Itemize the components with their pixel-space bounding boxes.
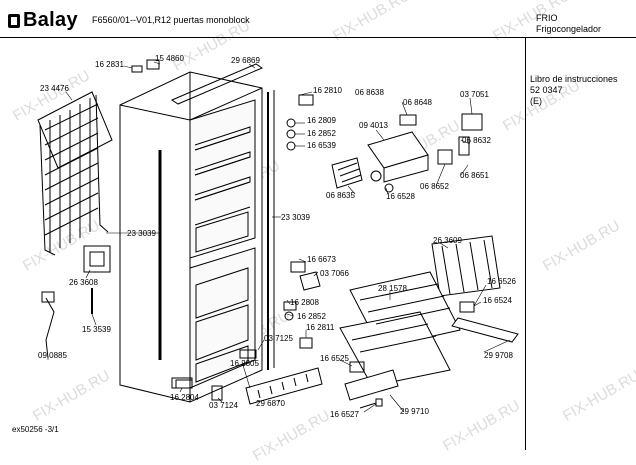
part-number-label: 16 6673 [307, 255, 336, 264]
part-number-label: 09 4013 [359, 121, 388, 130]
part-number-label: 16 2811 [306, 323, 335, 332]
manual-info: Libro de instrucciones 52 0347 (E) [530, 74, 618, 107]
part-number-label: 29 6870 [256, 399, 285, 408]
cabinet-body [119, 71, 263, 403]
manual-language: (E) [530, 96, 542, 106]
category-label: FRIO [536, 13, 558, 23]
sidebar-divider [525, 38, 526, 450]
top-cover-bar [170, 63, 264, 105]
part-number-label: 03 7066 [320, 269, 349, 278]
part-number-label: 23 3039 [281, 213, 310, 222]
part-number-label: 16 2805 [230, 359, 259, 368]
part-number-label: 16 6539 [307, 141, 336, 150]
part-number-label: 16 6526 [487, 277, 516, 286]
part-number-label: 29 9708 [484, 351, 513, 360]
part-number-label: 16 6525 [320, 354, 349, 363]
part-number-label: 06 8652 [420, 182, 449, 191]
manual-title: Libro de instrucciones [530, 74, 618, 84]
part-number-label: 26 3609 [433, 236, 462, 245]
part-number-label: 16 2804 [170, 393, 199, 402]
part-number-label: 16 2852 [307, 129, 336, 138]
part-number-label: 16 6528 [386, 192, 415, 201]
part-number-label: 15 3539 [82, 325, 111, 334]
part-number-label: 29 9710 [400, 407, 429, 416]
part-number-label: 09 0885 [38, 351, 67, 360]
part-number-label: 15 4860 [155, 54, 184, 63]
part-number-label: 03 7125 [264, 334, 293, 343]
part-number-label: 06 8648 [403, 98, 432, 107]
part-number-label: 16 2809 [307, 116, 336, 125]
part-number-label: 06 8632 [462, 136, 491, 145]
subcategory-label: Frigocongelador [536, 24, 602, 34]
part-number-label: 03 7124 [209, 401, 238, 410]
exploded-parts-diagram: 16 2831 15 4860 29 6869 23 4476 16 2810 16 28… [37, 54, 519, 419]
part-number-label: 16 6527 [330, 410, 359, 419]
part-number-label: 16 2810 [313, 86, 342, 95]
wire-shelf [431, 235, 501, 297]
part-number-label: 26 3608 [69, 278, 98, 287]
part-number-label: 03 7051 [460, 90, 489, 99]
page-reference: ex50256 -3/1 [12, 425, 59, 434]
part-number-label: 06 8638 [355, 88, 384, 97]
brand-logo: Balay [8, 9, 78, 32]
bottom-grille [245, 367, 323, 405]
part-number-label: 16 2852 [297, 312, 326, 321]
thermostat-housing [331, 113, 483, 193]
brand-name: Balay [23, 9, 78, 31]
part-number-label: 06 8635 [326, 191, 355, 200]
manual-number: 52 0347 [530, 85, 563, 95]
part-number-label: 23 4476 [40, 84, 69, 93]
part-number-label: 29 6869 [231, 56, 260, 65]
model-title: F6560/01--V01,R12 puertas monoblock [92, 15, 250, 25]
part-number-label: 06 8651 [460, 171, 489, 180]
part-number-label: 28 1578 [378, 284, 407, 293]
brand-mark-icon [8, 14, 20, 28]
part-number-label: 16 6524 [483, 296, 512, 305]
part-number-label: 16 2831 [95, 60, 124, 69]
part-number-label: 23 3039 [127, 229, 156, 238]
condenser-coil [37, 91, 113, 256]
freezer-drawer [339, 271, 461, 387]
part-number-label: 16 2808 [290, 298, 319, 307]
header-divider [0, 37, 636, 38]
